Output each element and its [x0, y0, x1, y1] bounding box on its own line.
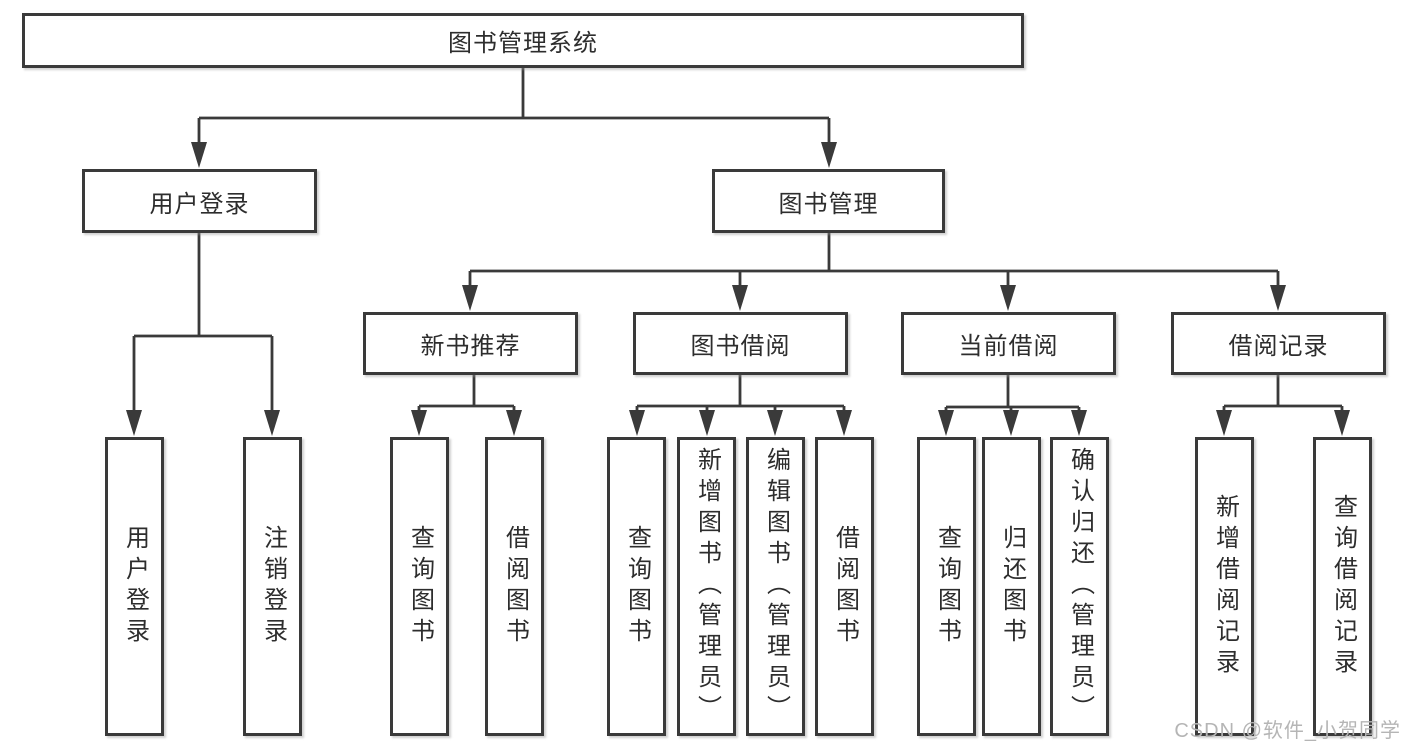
arrow-icon: [1334, 410, 1350, 436]
node-label: 归还图书: [998, 524, 1026, 649]
node-user-login: 用户登录: [82, 169, 317, 233]
leaf-query-books: 查询图书: [607, 437, 666, 736]
node-label: 当前借阅: [958, 333, 1059, 360]
arrowheads: [126, 142, 1350, 436]
arrow-icon: [462, 285, 478, 311]
node-label: 查询图书: [933, 524, 961, 649]
node-new-book-recommend: 新书推荐: [363, 312, 578, 375]
leaf-query-books: 查询图书: [390, 437, 449, 736]
node-book-management: 图书管理: [712, 169, 945, 233]
arrow-icon: [126, 410, 142, 436]
node-label: 用户登录: [121, 524, 149, 649]
arrow-icon: [629, 410, 645, 436]
node-root-system: 图书管理系统: [22, 13, 1024, 68]
leaf-add-books-admin: 新增图书（管理员）: [677, 437, 736, 736]
node-label: 借阅记录: [1228, 333, 1329, 360]
leaf-borrow-books: 借阅图书: [485, 437, 544, 736]
node-label: 注销登录: [259, 524, 287, 649]
arrow-icon: [506, 410, 522, 436]
arrow-icon: [1270, 285, 1286, 311]
arrow-icon: [699, 410, 715, 436]
leaf-confirm-return-admin: 确认归还（管理员）: [1050, 437, 1109, 736]
arrow-icon: [821, 142, 837, 168]
node-label: 新增图书（管理员）: [693, 447, 721, 726]
arrow-icon: [1000, 285, 1016, 311]
arrow-icon: [191, 142, 207, 168]
arrow-icon: [1216, 410, 1232, 436]
leaf-query-books: 查询图书: [917, 437, 976, 736]
node-label: 新书推荐: [420, 333, 521, 360]
node-borrow-records: 借阅记录: [1171, 312, 1386, 375]
node-label: 图书借阅: [690, 333, 791, 360]
node-label: 新增借阅记录: [1211, 493, 1239, 680]
arrow-icon: [411, 410, 427, 436]
node-label: 图书管理系统: [448, 30, 598, 57]
node-label: 编辑图书（管理员）: [762, 447, 790, 726]
node-label: 查询图书: [406, 524, 434, 649]
arrow-icon: [938, 410, 954, 436]
arrow-icon: [1003, 410, 1019, 436]
node-current-borrowing: 当前借阅: [901, 312, 1116, 375]
leaf-edit-books-admin: 编辑图书（管理员）: [746, 437, 805, 736]
leaf-query-borrow-record: 查询借阅记录: [1313, 437, 1372, 736]
node-label: 查询图书: [623, 524, 651, 649]
csdn-watermark: CSDN @软件_小贺同学: [1174, 720, 1401, 742]
node-label: 确认归还（管理员）: [1066, 447, 1094, 726]
node-label: 图书管理: [778, 190, 879, 218]
arrow-icon: [767, 410, 783, 436]
node-label: 借阅图书: [831, 524, 859, 649]
node-label: 查询借阅记录: [1329, 493, 1357, 680]
leaf-add-borrow-record: 新增借阅记录: [1195, 437, 1254, 736]
leaf-user-login: 用户登录: [105, 437, 164, 736]
node-label: 用户登录: [149, 190, 250, 218]
leaf-borrow-books: 借阅图书: [815, 437, 874, 736]
arrow-icon: [732, 285, 748, 311]
node-label: 借阅图书: [501, 524, 529, 649]
arrow-icon: [1071, 410, 1087, 436]
arrow-icon: [264, 410, 280, 436]
node-book-borrowing: 图书借阅: [633, 312, 848, 375]
arrow-icon: [836, 410, 852, 436]
leaf-return-books: 归还图书: [982, 437, 1041, 736]
leaf-logout: 注销登录: [243, 437, 302, 736]
